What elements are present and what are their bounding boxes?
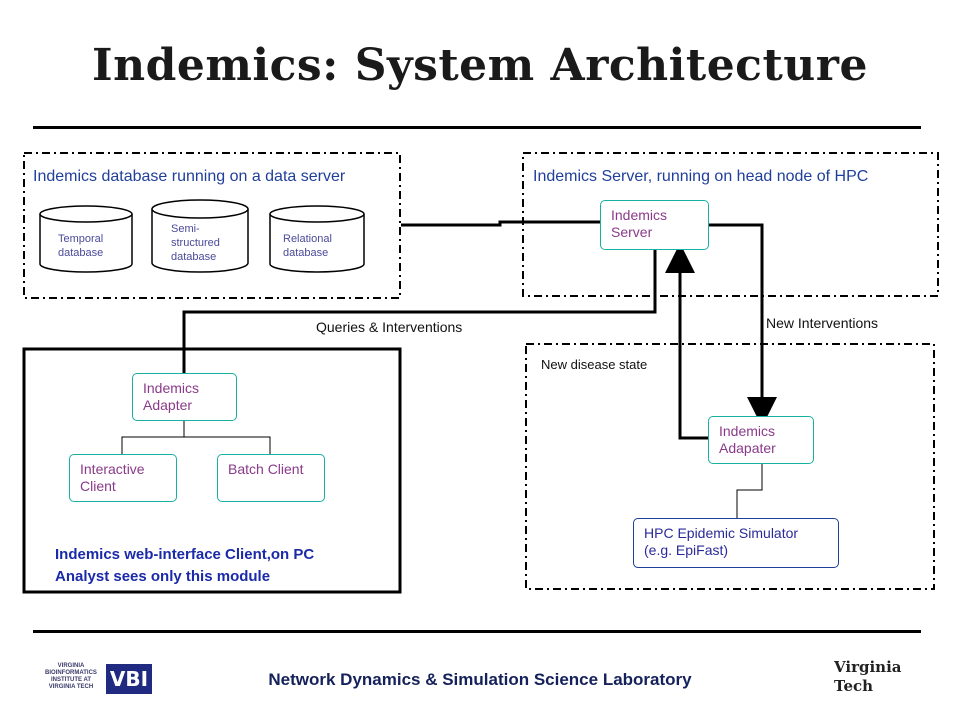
- hpc-indemics-adapter-box: Indemics Adapater: [708, 416, 814, 464]
- bottom-divider: [33, 630, 921, 633]
- hpc-module-frame: [525, 343, 935, 590]
- new-interventions-label: New Interventions: [766, 315, 879, 331]
- database-module-frame: [23, 152, 401, 299]
- client-module-frame: [22, 347, 402, 594]
- db-server-link: [401, 220, 600, 227]
- vbi-logo: VIRGINIA BIOINFORMATICS INSTITUTE AT VIR…: [40, 662, 152, 698]
- hpc-epidemic-simulator-box: HPC Epidemic Simulator (e.g. EpiFast): [633, 518, 839, 568]
- interactive-client-box: Interactive Client: [69, 454, 177, 502]
- database-module-caption: Indemics database running on a data serv…: [33, 168, 346, 185]
- vbi-logo-text: VIRGINIA BIOINFORMATICS INSTITUTE AT VIR…: [45, 663, 97, 690]
- client-module-caption-line1: Indemics web-interface Client,on PC: [55, 546, 315, 563]
- virginia-tech-logo: Virginia Tech: [834, 658, 934, 702]
- relational-database-label: Relational database: [283, 233, 332, 259]
- indemics-server-box: Indemics Server: [600, 200, 709, 250]
- client-module-caption-line2: Analyst sees only this module: [55, 568, 271, 585]
- semi-structured-database-cylinder: [151, 199, 249, 273]
- relational-database-cylinder: [269, 205, 365, 273]
- server-module-caption: Indemics Server, running on head node of…: [533, 168, 869, 185]
- page-title: Indemics: System Architecture: [92, 40, 868, 91]
- temporal-database-label: Temporal database: [58, 233, 104, 259]
- new-interventions-arrow: [709, 223, 777, 427]
- queries-interventions-label: Queries & Interventions: [316, 319, 463, 335]
- vbi-logo-mark: VBI: [106, 664, 152, 694]
- new-disease-state-label: New disease state: [541, 357, 648, 372]
- client-indemics-adapter-box: Indemics Adapter: [132, 373, 237, 421]
- server-module-frame: [522, 152, 939, 297]
- batch-client-box: Batch Client: [217, 454, 325, 502]
- queries-link: [182, 250, 657, 373]
- temporal-database-cylinder: [39, 205, 133, 273]
- top-divider: [33, 126, 921, 129]
- new-disease-state-arrow: [665, 243, 710, 440]
- virginia-tech-wordmark: Virginia Tech: [834, 658, 902, 695]
- footer-lab-name: Network Dynamics & Simulation Science La…: [268, 670, 692, 689]
- semi-structured-database-label: Semi-structured database: [171, 223, 220, 263]
